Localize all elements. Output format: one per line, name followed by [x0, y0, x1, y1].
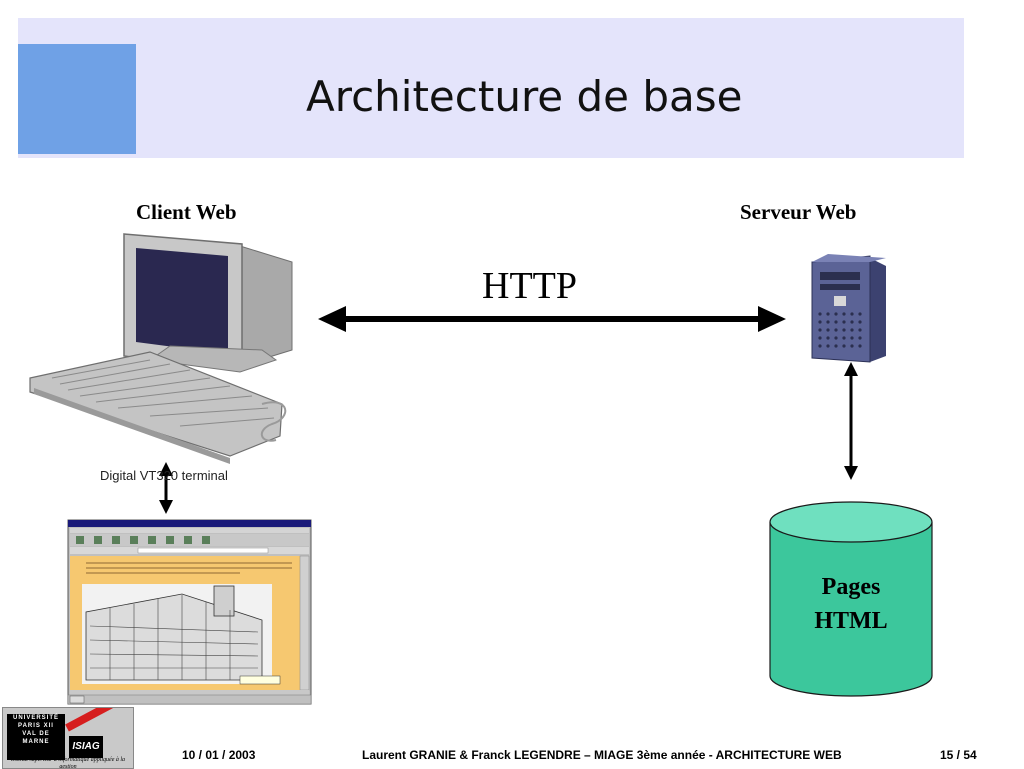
logo-line1: UNIVERSITÉ [12, 715, 59, 721]
isiag-logo: UNIVERSITÉ PARIS XII VAL DE MARNE ISIAG … [2, 707, 134, 769]
accent-square [18, 44, 136, 154]
server-storage-double-arrow [844, 362, 858, 480]
storage-label: Pages HTML [770, 570, 932, 638]
logo-isiag-text: ISIAG [69, 736, 103, 758]
logo-line4: MARNE [22, 739, 50, 745]
storage-label-line2: HTML [814, 608, 888, 634]
footer-page-number: 15 / 54 [940, 748, 977, 762]
http-double-arrow [318, 306, 786, 332]
logo-tagline: Institut supérieur d'informatique appliq… [10, 757, 126, 769]
server-web-label: Serveur Web [740, 200, 857, 224]
http-label: HTTP [482, 265, 577, 307]
logo-line3: VAL DE [22, 731, 50, 737]
logo-red-stripe [65, 708, 126, 732]
university-logo-block: UNIVERSITÉ PARIS XII VAL DE MARNE [7, 714, 65, 760]
client-browser-double-arrow [159, 462, 173, 514]
client-web-label: Client Web [136, 200, 237, 224]
footer-authors: Laurent GRANIE & Franck LEGENDRE – MIAGE… [362, 748, 842, 762]
footer-date: 10 / 01 / 2003 [182, 748, 256, 762]
terminal-caption: Digital VT320 terminal [100, 468, 228, 483]
header-band [18, 18, 964, 158]
logo-line2: PARIS XII [18, 723, 54, 729]
browser-screenshot-image [67, 519, 312, 705]
storage-label-line1: Pages [821, 574, 881, 600]
server-tower-icon [811, 254, 886, 363]
computer-terminal-icon [29, 233, 293, 464]
slide-title: Architecture de base [306, 72, 743, 121]
database-cylinder-icon [769, 501, 933, 697]
